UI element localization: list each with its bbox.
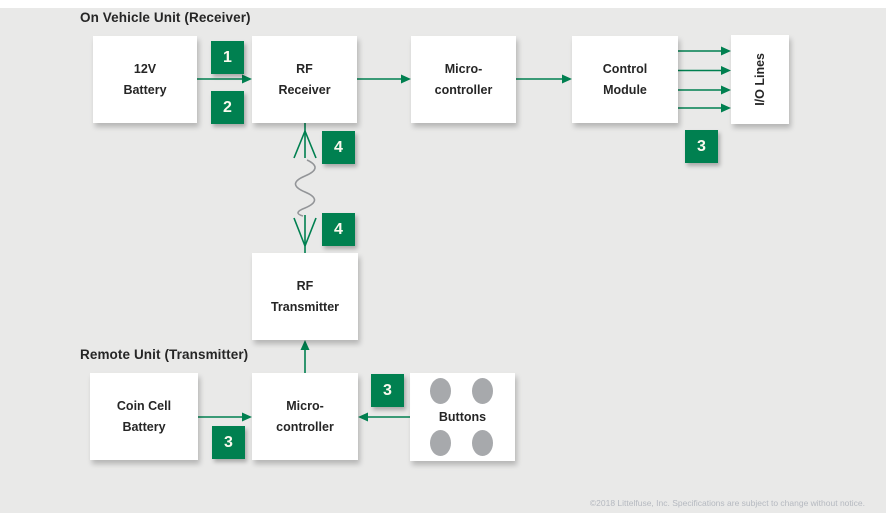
block-control-module: Control Module <box>572 36 678 123</box>
badge-3-coin-cell: 3 <box>212 426 245 459</box>
block-label: RF <box>296 278 314 293</box>
block-rf-transmitter: RF Transmitter <box>252 253 358 340</box>
block-label: Control <box>602 61 648 76</box>
block-label: Transmitter <box>270 300 340 314</box>
block-label: controller <box>276 420 334 434</box>
badge-2: 2 <box>211 91 244 124</box>
badge-3-io: 3 <box>685 130 718 163</box>
block-label: Coin Cell <box>116 398 172 413</box>
button-dot-icon <box>430 378 451 404</box>
block-buttons: Buttons <box>410 373 515 461</box>
badge-4-transmitter-antenna: 4 <box>322 213 355 246</box>
block-label: Micro- <box>286 398 324 413</box>
block-microcontroller-top: Micro- controller <box>411 36 516 123</box>
badge-1: 1 <box>211 41 244 74</box>
block-label: Module <box>603 83 647 97</box>
block-label: Battery <box>123 83 167 97</box>
block-io-lines: I/O Lines <box>731 35 789 124</box>
block-coin-cell-battery: Coin Cell Battery <box>90 373 198 460</box>
block-12v-battery: 12V Battery <box>93 36 197 123</box>
footer-copyright: ©2018 Littelfuse, Inc. Specifications ar… <box>589 498 865 508</box>
block-label: Receiver <box>278 83 331 97</box>
receiver-section-title: On Vehicle Unit (Receiver) <box>80 10 251 25</box>
block-label: I/O Lines <box>752 53 767 106</box>
button-dot-icon <box>472 378 493 404</box>
button-dot-icon <box>430 430 451 456</box>
transmitter-section-title: Remote Unit (Transmitter) <box>80 347 249 362</box>
block-label: Buttons <box>438 409 487 424</box>
badge-4-receiver-antenna: 4 <box>322 131 355 164</box>
block-label: controller <box>434 83 493 97</box>
block-label: RF <box>296 61 313 76</box>
block-label: Battery <box>122 420 166 434</box>
block-label: Micro- <box>444 61 483 76</box>
block-rf-receiver: RF Receiver <box>252 36 357 123</box>
badge-3-buttons: 3 <box>371 374 404 407</box>
block-microcontroller-bottom: Micro- controller <box>252 373 358 460</box>
block-label: 12V <box>133 61 157 76</box>
button-dot-icon <box>472 430 493 456</box>
